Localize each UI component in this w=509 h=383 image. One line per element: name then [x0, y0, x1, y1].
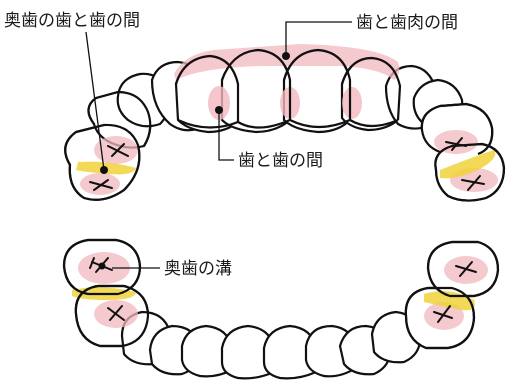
interdental-spot-3: [342, 87, 362, 119]
groove-dot: [99, 263, 106, 270]
dot-middle: [215, 106, 223, 114]
label-middle: 歯と歯の間: [238, 151, 323, 171]
dot-top-right: [282, 52, 290, 60]
right-molar-pink-1: [434, 130, 478, 154]
label-top-left: 奥歯の歯と歯の間: [4, 11, 140, 31]
label-groove: 奥歯の溝: [164, 259, 232, 279]
label-top-right: 歯と歯肉の間: [356, 13, 458, 33]
dot-top-left: [100, 166, 108, 174]
